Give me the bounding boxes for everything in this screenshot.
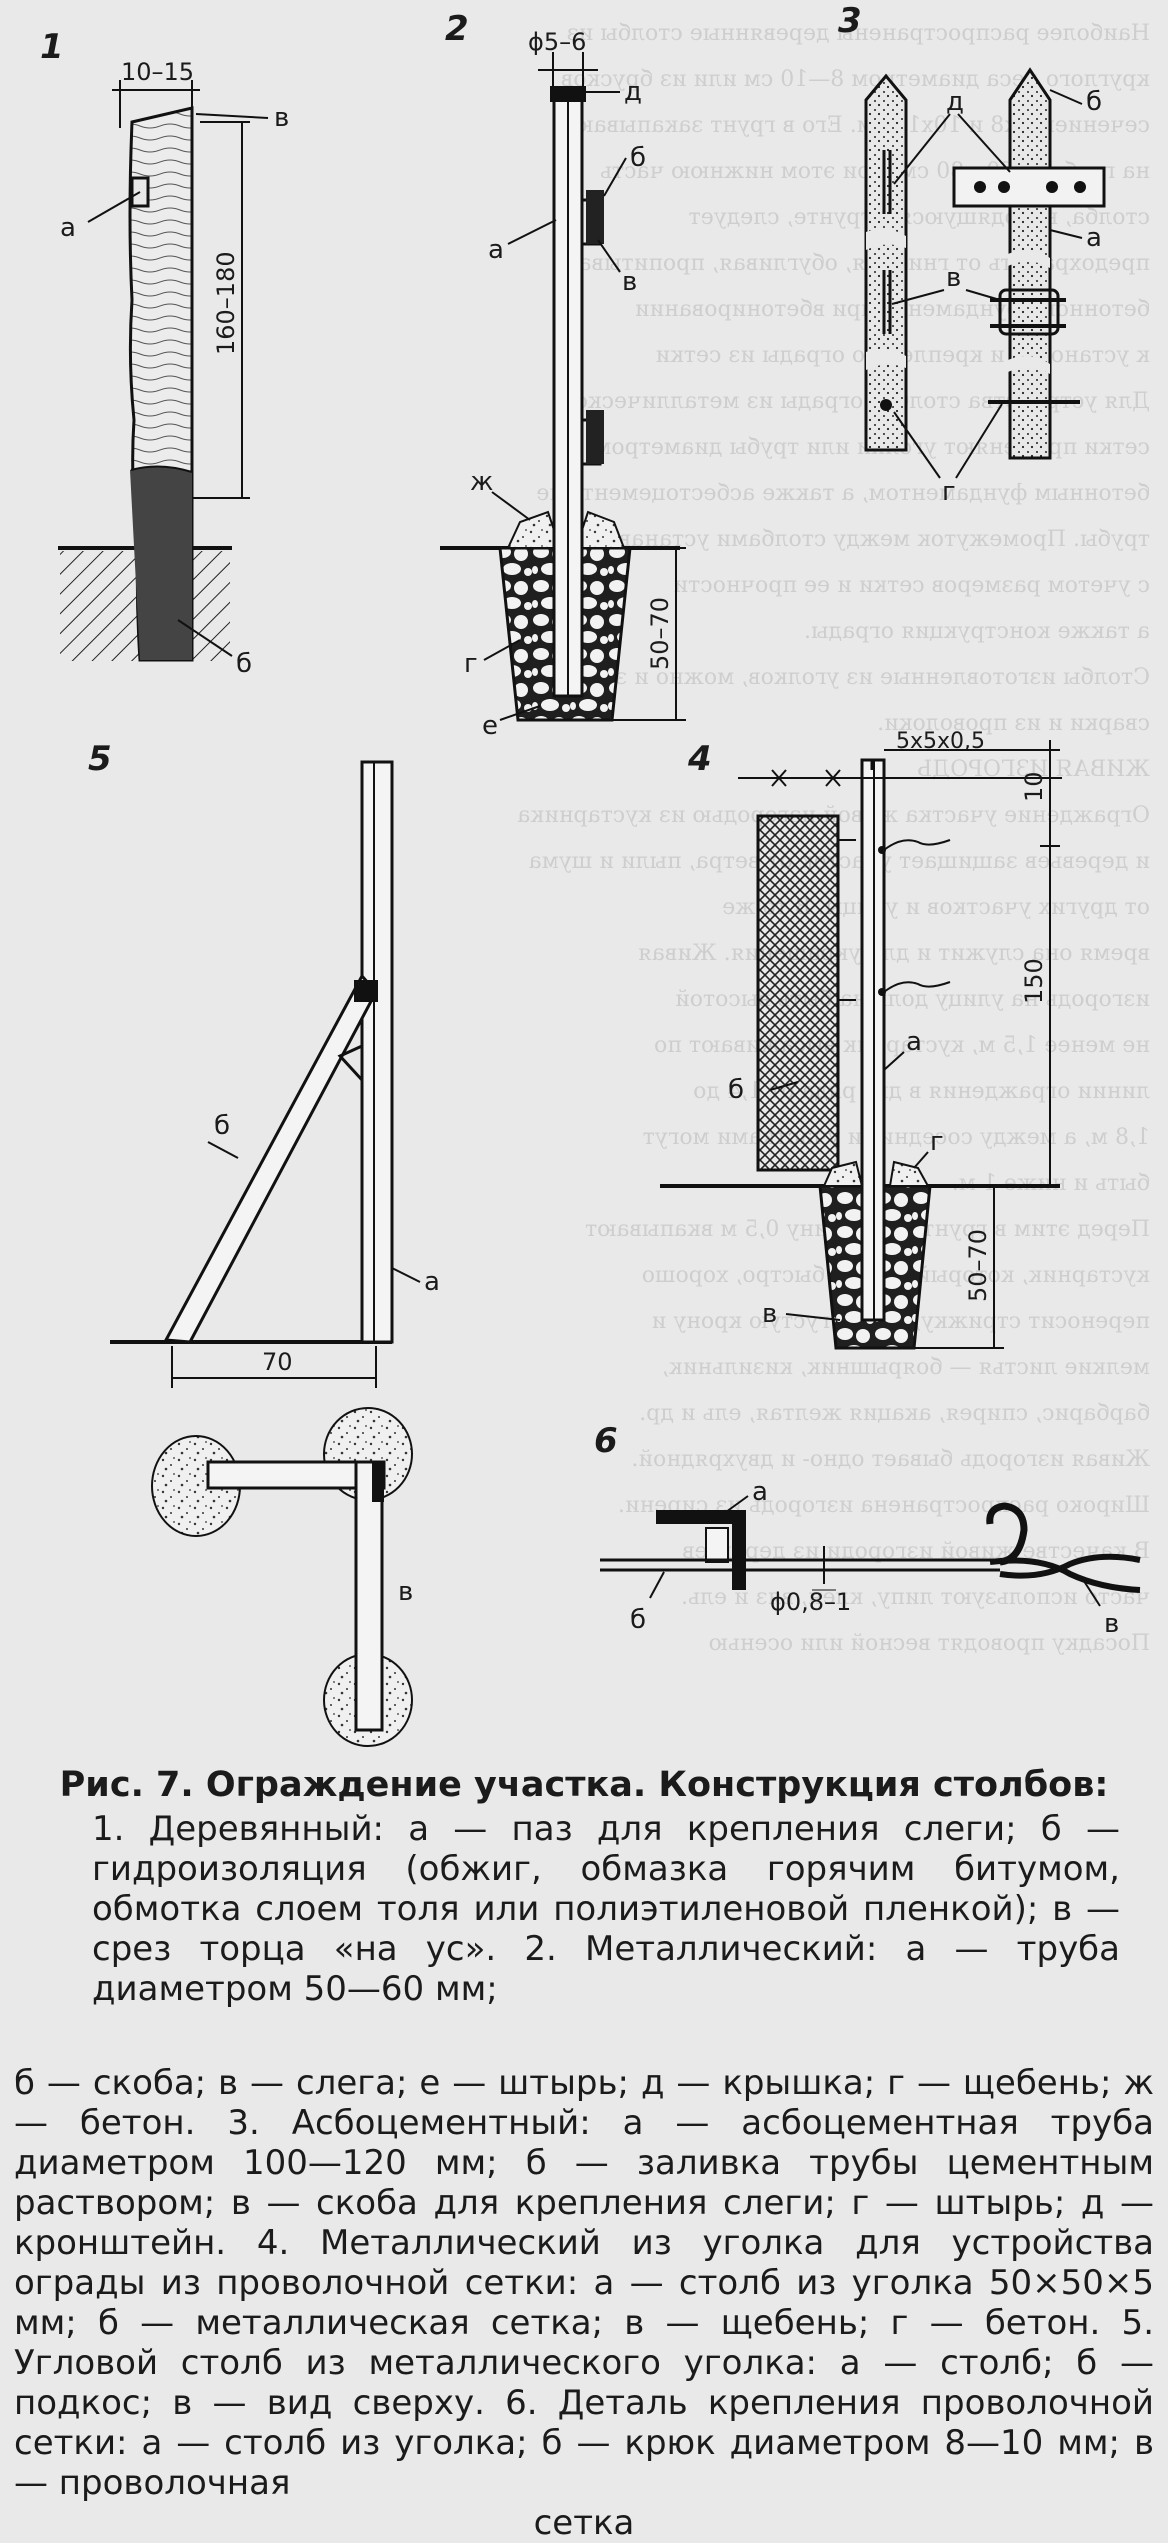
- panel-2-label-b: б: [630, 143, 646, 173]
- panel-1-label-b: б: [236, 649, 252, 679]
- construction-figure: Наиболее распространены деревянные столб…: [40, 1, 1150, 1747]
- bleed-through-line: предохранить от гниения, обугливая, проп…: [565, 251, 1150, 276]
- panel-5-dim-base: 70: [262, 1348, 293, 1376]
- panel-4-label-g: г: [930, 1127, 944, 1157]
- panel-3-label-b: б: [1086, 87, 1102, 117]
- bleed-through-line: с учетом размеров сетки и ее прочности: [673, 573, 1150, 598]
- bleed-through-line: Столбы изготовленные из уголков, можно и…: [543, 665, 1150, 690]
- bleed-through-line: Живая изгородь бывает одно- и двухрядной…: [631, 1447, 1150, 1472]
- panel-5-label-v: в: [398, 1577, 413, 1607]
- panel-2-label-e: е: [482, 711, 498, 741]
- bleed-through-line: сечением 8х8 и 10х10 см. Его в грунт зак…: [562, 113, 1150, 138]
- panel-2-label-a: а: [488, 235, 504, 265]
- panel-6-label-v: в: [1104, 1609, 1119, 1639]
- figure-caption: Рис. 7. Ограждение участка. Конструкция …: [0, 1765, 1168, 2543]
- panel-1-label-a: а: [60, 213, 76, 243]
- panel-6-label-b: б: [630, 1605, 646, 1635]
- bleed-through-line: бетонным фундаментом, а также асбестоцем…: [536, 481, 1150, 506]
- panel-2-label-v: в: [622, 267, 637, 297]
- panel-2-metal-post: ϕ5–6 д б в а ж г е 50–70: [440, 28, 686, 741]
- panel-number-2: 2: [445, 9, 469, 49]
- bleed-through-line: мелкие листья — боярышник, кизильник,: [662, 1355, 1150, 1380]
- panel-4-dim-depth: 50–70: [964, 1229, 992, 1302]
- bleed-through-line: часто используют липу, клен, вяз и ель.: [681, 1585, 1150, 1610]
- panel-3-label-a: а: [1086, 223, 1102, 253]
- panel-3-asbestos-cement-post: б а д в г: [864, 67, 1106, 507]
- caption-last-word: сетка: [533, 2503, 635, 2543]
- bleed-through-line: Наиболее распространены деревянные столб…: [567, 21, 1150, 46]
- bleed-through-line: Посадку проводят весной или осенью: [709, 1631, 1150, 1656]
- panel-3-label-v: в: [946, 263, 961, 293]
- panel-3-label-g: г: [942, 477, 956, 507]
- panel-2-label-d: д: [624, 77, 642, 107]
- panel-number-3: 3: [838, 1, 862, 41]
- bleed-through-line: круглого леса диаметром 8—10 см или из б…: [561, 67, 1150, 92]
- panel-3-label-d: д: [946, 87, 964, 117]
- panel-6-label-a: а: [752, 1477, 768, 1507]
- bleed-through-line: а также конструкция ограды.: [804, 619, 1150, 644]
- panel-5-corner-post: б а 70 в: [110, 760, 440, 1747]
- panel-1-dim-width: 10–15: [121, 58, 194, 86]
- panel-5-label-b: б: [214, 1111, 230, 1141]
- panel-4-label-a: а: [906, 1027, 922, 1057]
- panel-2-dim-depth: 50–70: [646, 597, 674, 670]
- bleed-through-line: барбарис, спирея, акация желтая, ель и д…: [639, 1401, 1150, 1426]
- panel-5-label-a: а: [424, 1267, 440, 1297]
- panel-1-wooden-post: 10–15 160–180 в а б: [58, 58, 289, 679]
- panel-number-1: 1: [40, 27, 64, 67]
- panel-2-label-g: г: [464, 649, 478, 679]
- panel-number-5: 5: [88, 739, 112, 779]
- bleed-through-line: столба, находящуюся в грунте, следует: [689, 205, 1150, 230]
- panel-2-dim-diameter: ϕ5–6: [528, 28, 586, 56]
- panel-number-4: 4: [687, 739, 712, 779]
- panel-1-label-v: в: [274, 103, 289, 133]
- bleed-through-line: время она служит и для украшения. Живая: [638, 941, 1150, 966]
- bleed-through-line: сварки и из проволоки.: [877, 711, 1150, 736]
- bleed-through-line: 1,8 м, а между соседними участками могут: [643, 1125, 1150, 1150]
- panel-2-label-zh: ж: [470, 467, 493, 497]
- panel-6-dim-wire: ϕ0,8–1: [770, 1588, 851, 1616]
- panel-6-mesh-fastening: ϕ0,8–1 а б в: [600, 1477, 1141, 1639]
- panel-number-6: 6: [594, 1421, 618, 1461]
- panel-1-dim-height: 160–180: [212, 251, 240, 355]
- panel-4-label-b: б: [728, 1075, 744, 1105]
- caption-rest-block: б — скоба; в — слега; е — штырь; д — кры…: [14, 2063, 1154, 2503]
- caption-first-block: 1. Деревянный: а — паз для крепления сле…: [92, 1809, 1120, 2009]
- caption-title: Рис. 7. Ограждение участка. Конструкция …: [59, 1765, 1109, 1805]
- panel-4-angle-post: 5x5x0,5 10 150 50–70 а б г в: [660, 729, 1062, 1350]
- panel-4-dim-top: 10: [1020, 771, 1048, 802]
- bleed-through-line: изгородь на улицу должна быть высотой: [675, 987, 1150, 1012]
- panel-4-dim-middle: 150: [1020, 958, 1048, 1004]
- panel-4-label-v: в: [762, 1299, 777, 1329]
